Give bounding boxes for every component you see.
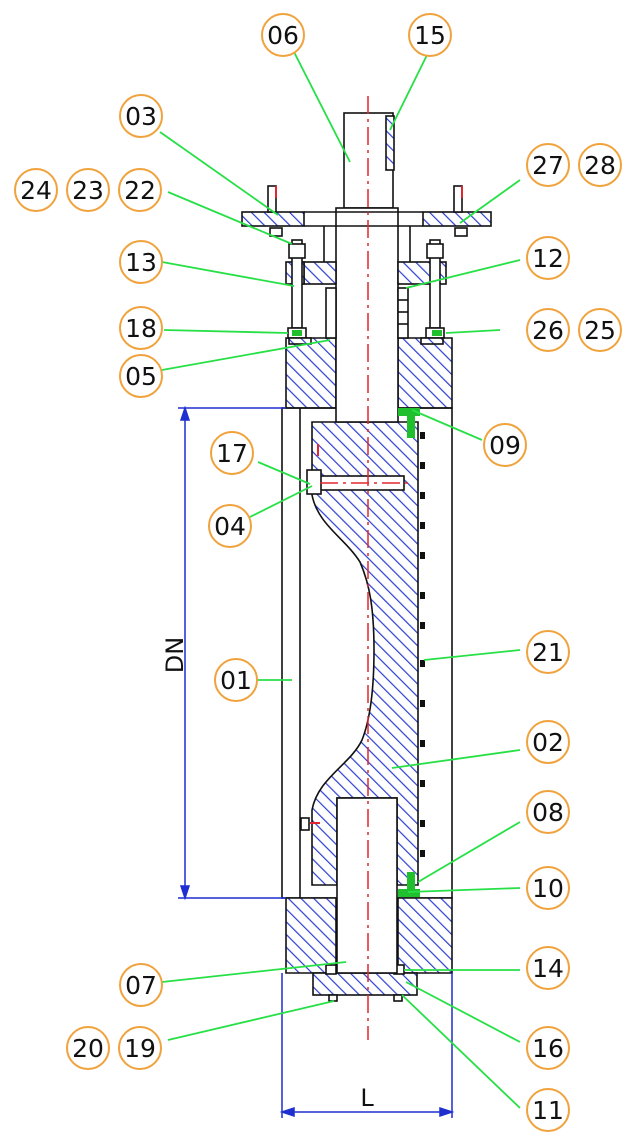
callout-13-label: 13 (125, 248, 157, 277)
callout-04: 04 (208, 504, 252, 548)
callout-19: 19 (118, 1026, 162, 1070)
dimension-dn-label: DN (161, 637, 189, 673)
callout-09-label: 09 (489, 431, 521, 460)
callout-24: 24 (14, 168, 58, 212)
callout-10-label: 10 (532, 874, 564, 903)
callout-15-label: 15 (414, 21, 446, 50)
leader-lines (159, 51, 521, 1109)
callout-01-label: 01 (220, 666, 252, 695)
callout-08: 08 (526, 790, 570, 834)
callout-20-label: 20 (72, 1034, 104, 1063)
callout-03-label: 03 (125, 102, 157, 131)
seal-rings (398, 408, 420, 897)
callout-18: 18 (119, 306, 163, 350)
callout-17: 17 (210, 431, 254, 475)
center-lines (320, 96, 410, 1040)
callout-28-label: 28 (584, 151, 616, 180)
dimension-l-label: L (360, 1084, 374, 1112)
callout-08-label: 08 (532, 798, 564, 827)
callout-09: 09 (483, 423, 527, 467)
callout-14-label: 14 (532, 954, 564, 983)
callout-06: 06 (261, 13, 305, 57)
callout-05: 05 (119, 354, 163, 398)
callout-20: 20 (66, 1026, 110, 1070)
callout-07-label: 07 (125, 971, 157, 1000)
callout-27: 27 (526, 143, 570, 187)
plug-teeth (420, 432, 425, 857)
callout-10: 10 (526, 866, 570, 910)
callout-21-label: 21 (532, 638, 564, 667)
callout-27-label: 27 (532, 151, 564, 180)
callout-06-label: 06 (267, 21, 299, 50)
callout-24-label: 24 (20, 176, 52, 205)
callout-07: 07 (119, 963, 163, 1007)
callout-12: 12 (526, 236, 570, 280)
callout-15: 15 (408, 13, 452, 57)
callout-balloons: 06 15 03 24 23 22 27 28 13 12 18 26 25 0… (14, 13, 622, 1132)
callout-12-label: 12 (532, 244, 564, 273)
callout-26: 26 (526, 308, 570, 352)
callout-11-label: 11 (532, 1096, 564, 1125)
callout-16-label: 16 (532, 1034, 564, 1063)
callout-19-label: 19 (124, 1034, 156, 1063)
callout-23-label: 23 (72, 176, 104, 205)
callout-25: 25 (578, 308, 622, 352)
callout-01: 01 (214, 658, 258, 702)
callout-18-label: 18 (125, 314, 157, 343)
callout-25-label: 25 (584, 316, 616, 345)
callout-13: 13 (119, 240, 163, 284)
callout-23: 23 (66, 168, 110, 212)
callout-22-label: 22 (124, 176, 156, 205)
dimension-dn (178, 405, 286, 901)
callout-05-label: 05 (125, 362, 157, 391)
callout-17-label: 17 (216, 439, 248, 468)
callout-02: 02 (526, 720, 570, 764)
callout-03: 03 (119, 94, 163, 138)
callout-16: 16 (526, 1026, 570, 1070)
callout-28: 28 (578, 143, 622, 187)
top-flange (241, 185, 492, 345)
callout-22: 22 (118, 168, 162, 212)
dimension-l (279, 973, 455, 1118)
valve-stem (335, 112, 399, 974)
callout-14: 14 (526, 946, 570, 990)
callout-21: 21 (526, 630, 570, 674)
callout-26-label: 26 (532, 316, 564, 345)
callout-11: 11 (526, 1088, 570, 1132)
callout-02-label: 02 (532, 728, 564, 757)
callout-04-label: 04 (214, 512, 246, 541)
